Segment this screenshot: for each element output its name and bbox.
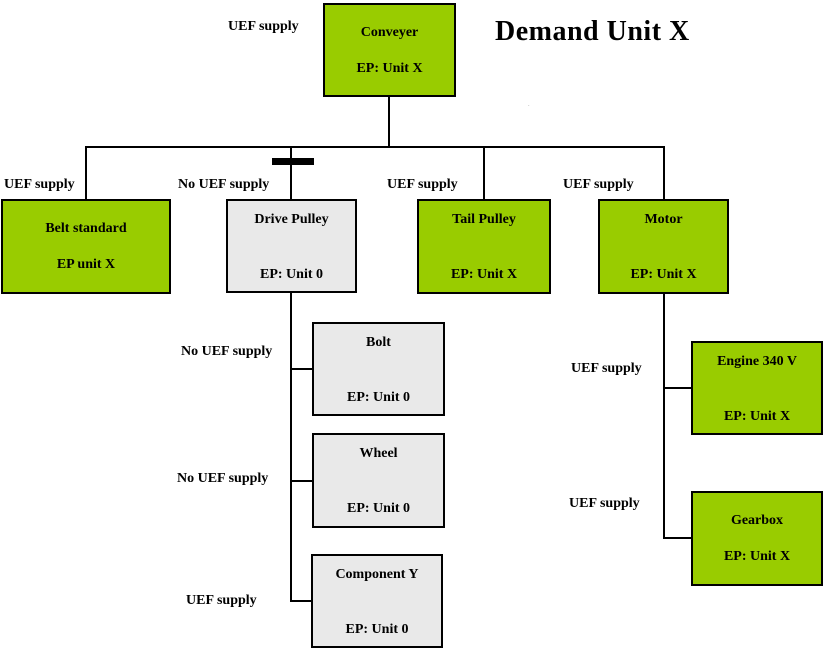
connector-wheel-stub <box>290 480 312 482</box>
node-bolt[interactable]: Bolt EP: Unit 0 <box>312 322 445 416</box>
node-title: Tail Pulley <box>452 212 516 227</box>
connector-tail-pulley-drop <box>483 146 485 199</box>
node-wheel[interactable]: Wheel EP: Unit 0 <box>312 433 445 528</box>
node-belt-standard[interactable]: Belt standard EP unit X <box>1 199 171 294</box>
node-ep: EP: Unit 0 <box>347 501 410 516</box>
edge-label-belt: UEF supply <box>4 177 75 192</box>
node-ep: EP: Unit X <box>723 409 791 424</box>
node-engine-340v[interactable]: Engine 340 V EP: Unit X <box>691 341 823 435</box>
edge-label-bolt: No UEF supply <box>181 344 273 359</box>
connector-motor-down <box>663 294 665 539</box>
node-ep: EP: Unit 0 <box>345 622 409 637</box>
connector-belt-drop <box>85 146 87 199</box>
edge-label-drive-pulley: No UEF supply <box>178 177 270 192</box>
connector-gearbox-stub <box>663 537 691 539</box>
node-title: Conveyer <box>360 25 419 40</box>
node-ep: EP: Unit X <box>723 549 791 564</box>
connector-bus-horizontal <box>85 146 665 148</box>
node-title: Bolt <box>366 335 391 350</box>
edge-label-component: UEF supply <box>186 593 257 608</box>
connector-motor-drop <box>663 146 665 199</box>
node-ep: EP unit X <box>56 257 116 272</box>
node-title: Motor <box>644 212 683 227</box>
connector-drive-pulley-drop <box>290 146 292 199</box>
node-component-y[interactable]: Component Y EP: Unit 0 <box>311 554 443 648</box>
edge-label-wheel: No UEF supply <box>177 471 269 486</box>
node-ep: EP: Unit X <box>356 61 423 76</box>
stray-period-mark: . <box>527 103 530 106</box>
connector-conveyer-drop <box>388 96 390 147</box>
edge-label-tail-pulley: UEF supply <box>387 177 458 192</box>
edge-label-engine: UEF supply <box>571 361 642 376</box>
edge-label-gearbox: UEF supply <box>569 496 640 511</box>
connector-engine-stub <box>663 387 691 389</box>
node-ep: EP: Unit X <box>630 267 697 282</box>
edge-label-motor: UEF supply <box>563 177 634 192</box>
node-ep: EP: Unit 0 <box>260 267 323 282</box>
connector-component-stub <box>290 600 312 602</box>
node-gearbox[interactable]: Gearbox EP: Unit X <box>691 491 823 586</box>
node-title: Engine 340 V <box>717 354 797 369</box>
node-ep: EP: Unit 0 <box>347 390 410 405</box>
node-drive-pulley[interactable]: Drive Pulley EP: Unit 0 <box>226 199 357 293</box>
node-motor[interactable]: Motor EP: Unit X <box>598 199 729 294</box>
node-ep: EP: Unit X <box>450 267 518 282</box>
node-tail-pulley[interactable]: Tail Pulley EP: Unit X <box>417 199 551 294</box>
connector-drive-pulley-down <box>290 293 292 602</box>
node-title: Drive Pulley <box>254 212 329 227</box>
edge-label-conveyer: UEF supply <box>228 19 299 34</box>
node-title: Component Y <box>335 567 419 582</box>
node-title: Belt standard <box>45 221 127 236</box>
diagram-title: Demand Unit X <box>495 16 690 47</box>
node-conveyer[interactable]: Conveyer EP: Unit X <box>323 3 456 97</box>
node-title: Gearbox <box>730 513 784 528</box>
connector-bolt-stub <box>290 368 312 370</box>
supply-cut-mark <box>272 158 314 165</box>
node-title: Wheel <box>359 446 398 461</box>
